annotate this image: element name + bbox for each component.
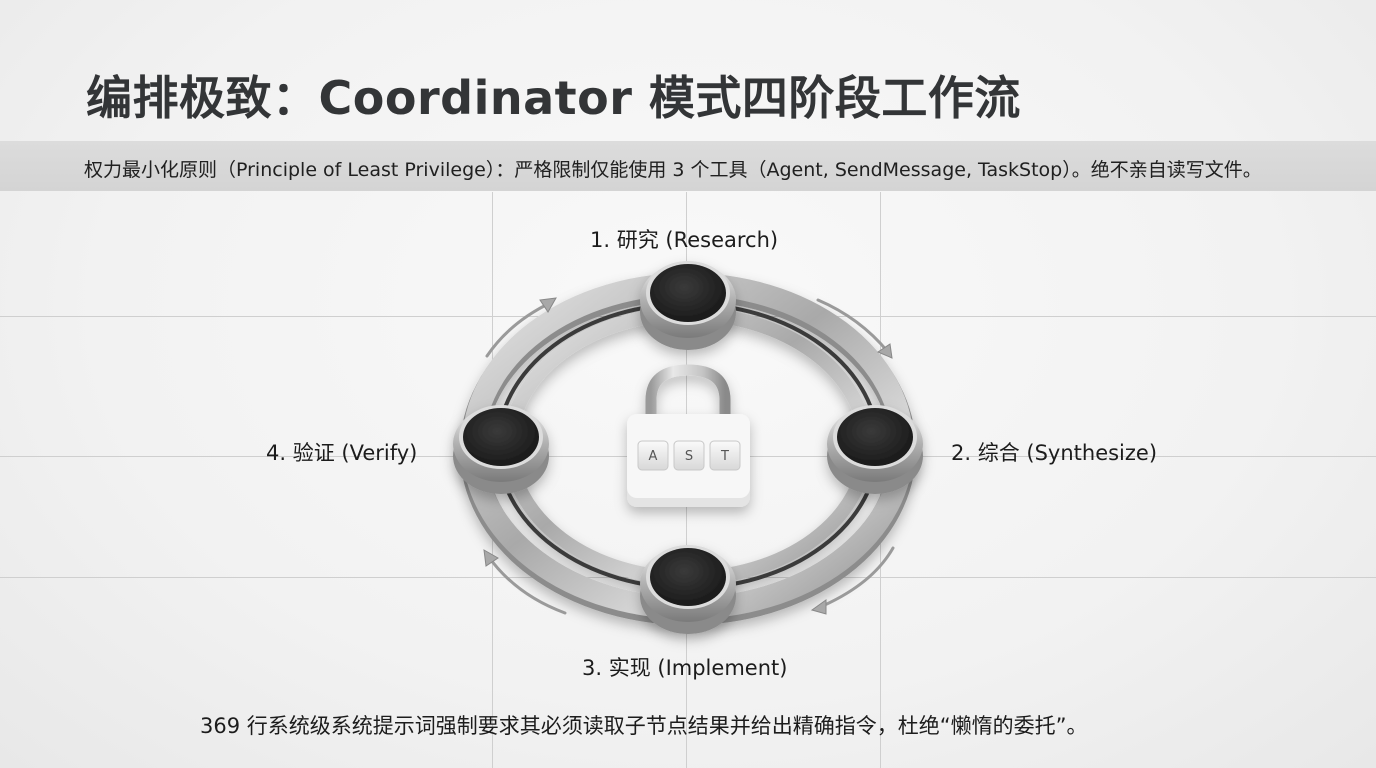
phase-node-synthesize (827, 405, 923, 494)
page-title: 编排极致：Coordinator 模式四阶段工作流 (86, 71, 1021, 125)
svg-text:A: A (649, 449, 658, 464)
phase-label-research: 1. 研究 (Research) (590, 228, 779, 252)
principle-banner: 权力最小化原则（Principle of Least Privilege）：严格… (0, 141, 1376, 191)
phase-node-implement (640, 545, 736, 634)
footer-note: 369 行系统级系统提示词强制要求其必须读取子节点结果并给出精确指令，杜绝“懒惰… (200, 714, 1088, 738)
key-a: A (637, 440, 669, 471)
cycle-arrow-icon (483, 549, 567, 615)
cycle-arrow-icon (485, 297, 557, 358)
key-t: T (709, 440, 741, 471)
padlock-icon: A S T (627, 364, 750, 507)
svg-text:S: S (685, 449, 693, 464)
banner-text: 权力最小化原则（Principle of Least Privilege）：严格… (84, 159, 1262, 181)
cycle-arrow-icon (810, 546, 895, 615)
phase-node-research (640, 261, 736, 350)
phase-label-implement: 3. 实现 (Implement) (582, 656, 788, 680)
cycle-arrow-icon (816, 298, 893, 359)
phase-label-verify: 4. 验证 (Verify) (266, 441, 418, 465)
key-s: S (673, 440, 705, 471)
phase-label-synthesize: 2. 综合 (Synthesize) (951, 441, 1158, 465)
svg-text:T: T (720, 449, 729, 464)
phase-node-verify (453, 405, 549, 494)
